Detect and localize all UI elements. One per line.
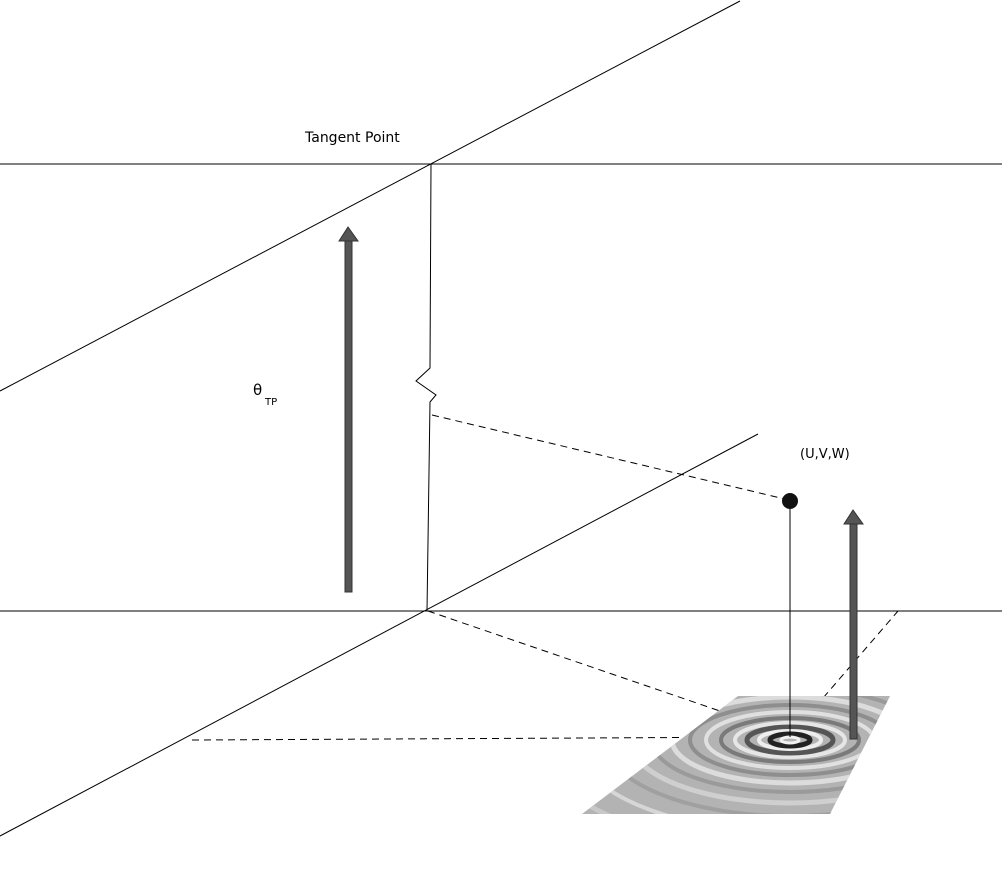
- local-vertical-arrow: [843, 509, 864, 740]
- dashed-projection-upper: [431, 414, 790, 501]
- theta-arrow: [338, 226, 359, 593]
- uvw-label: (U,V,W): [800, 447, 850, 462]
- height-break-line: [415, 163, 437, 612]
- lower-slanted-line: [0, 433, 759, 837]
- upper-slanted-line: [0, 0, 741, 392]
- theta-symbol: θ: [253, 381, 262, 399]
- theta-subscript: TP: [264, 397, 277, 408]
- theta-label: θ: [253, 381, 262, 399]
- uvw-point: [782, 493, 798, 509]
- ring-pattern-plane: [582, 696, 890, 814]
- tangent-point-label: Tangent Point: [304, 130, 400, 146]
- dashed-projection-horizontal: [191, 736, 783, 741]
